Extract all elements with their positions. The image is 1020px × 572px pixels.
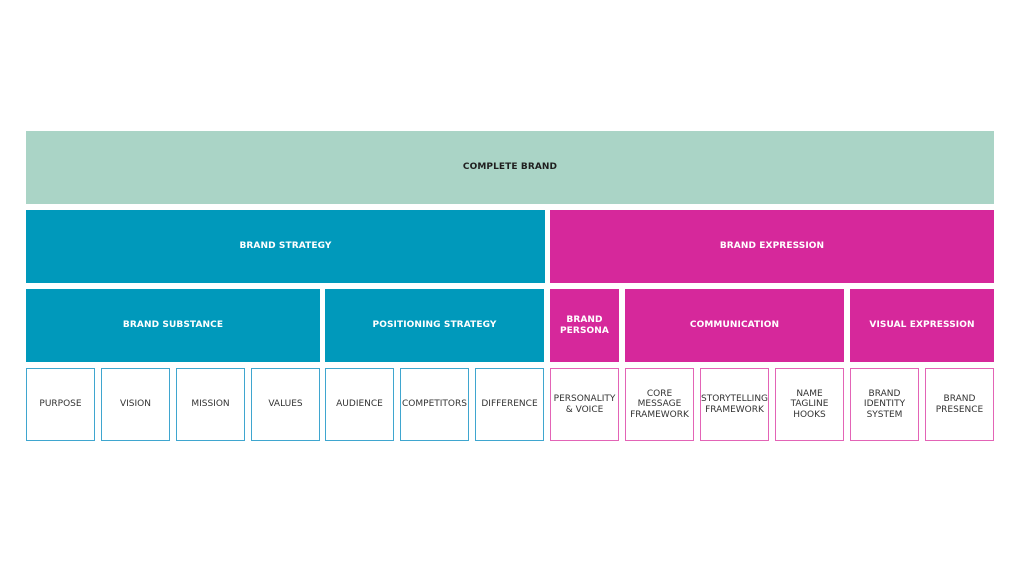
leaf-competitors: COMPETITORS (400, 368, 469, 441)
leaf-core-message-label: CORE MESSAGE FRAMEWORK (630, 388, 689, 420)
brand-expression-label: BRAND EXPRESSION (719, 241, 825, 251)
communication-box: COMMUNICATION (625, 289, 844, 362)
leaf-mission: MISSION (176, 368, 245, 441)
brand-strategy-box: BRAND STRATEGY (26, 210, 545, 283)
leaf-brand-presence: BRAND PRESENCE (925, 368, 994, 441)
communication-label: COMMUNICATION (689, 320, 780, 330)
leaf-vision-label: VISION (120, 399, 151, 410)
complete-brand-box: COMPLETE BRAND (26, 131, 994, 204)
leaf-storytelling-label: STORYTELLING FRAMEWORK (700, 394, 769, 415)
leaf-purpose: PURPOSE (26, 368, 95, 441)
positioning-strategy-box: POSITIONING STRATEGY (325, 289, 544, 362)
leaf-competitors-label: COMPETITORS (402, 399, 467, 410)
leaf-identity-system-label: BRAND IDENTITY SYSTEM (863, 388, 906, 420)
brand-substance-box: BRAND SUBSTANCE (26, 289, 320, 362)
leaf-audience-label: AUDIENCE (336, 399, 383, 410)
complete-brand-label: COMPLETE BRAND (462, 162, 558, 172)
brand-persona-label: BRAND PERSONA (559, 314, 609, 336)
leaf-audience: AUDIENCE (325, 368, 394, 441)
leaf-brand-presence-label: BRAND PRESENCE (935, 394, 984, 415)
leaf-personality-voice-label: PERSONALITY & VOICE (553, 394, 616, 415)
leaf-identity-system: BRAND IDENTITY SYSTEM (850, 368, 919, 441)
visual-expression-label: VISUAL EXPRESSION (869, 320, 975, 330)
leaf-name-tagline: NAME TAGLINE HOOKS (775, 368, 844, 441)
leaf-personality-voice: PERSONALITY & VOICE (550, 368, 619, 441)
leaf-purpose-label: PURPOSE (39, 399, 82, 410)
leaf-values-label: VALUES (268, 399, 303, 410)
brand-strategy-label: BRAND STRATEGY (239, 241, 332, 251)
leaf-storytelling: STORYTELLING FRAMEWORK (700, 368, 769, 441)
leaf-core-message: CORE MESSAGE FRAMEWORK (625, 368, 694, 441)
brand-persona-box: BRAND PERSONA (550, 289, 619, 362)
leaf-values: VALUES (251, 368, 320, 441)
positioning-strategy-label: POSITIONING STRATEGY (372, 320, 497, 330)
leaf-vision: VISION (101, 368, 170, 441)
visual-expression-box: VISUAL EXPRESSION (850, 289, 994, 362)
leaf-difference: DIFFERENCE (475, 368, 544, 441)
brand-expression-box: BRAND EXPRESSION (550, 210, 994, 283)
leaf-mission-label: MISSION (191, 399, 230, 410)
leaf-difference-label: DIFFERENCE (481, 399, 538, 410)
leaf-name-tagline-label: NAME TAGLINE HOOKS (790, 388, 829, 420)
brand-substance-label: BRAND SUBSTANCE (122, 320, 224, 330)
